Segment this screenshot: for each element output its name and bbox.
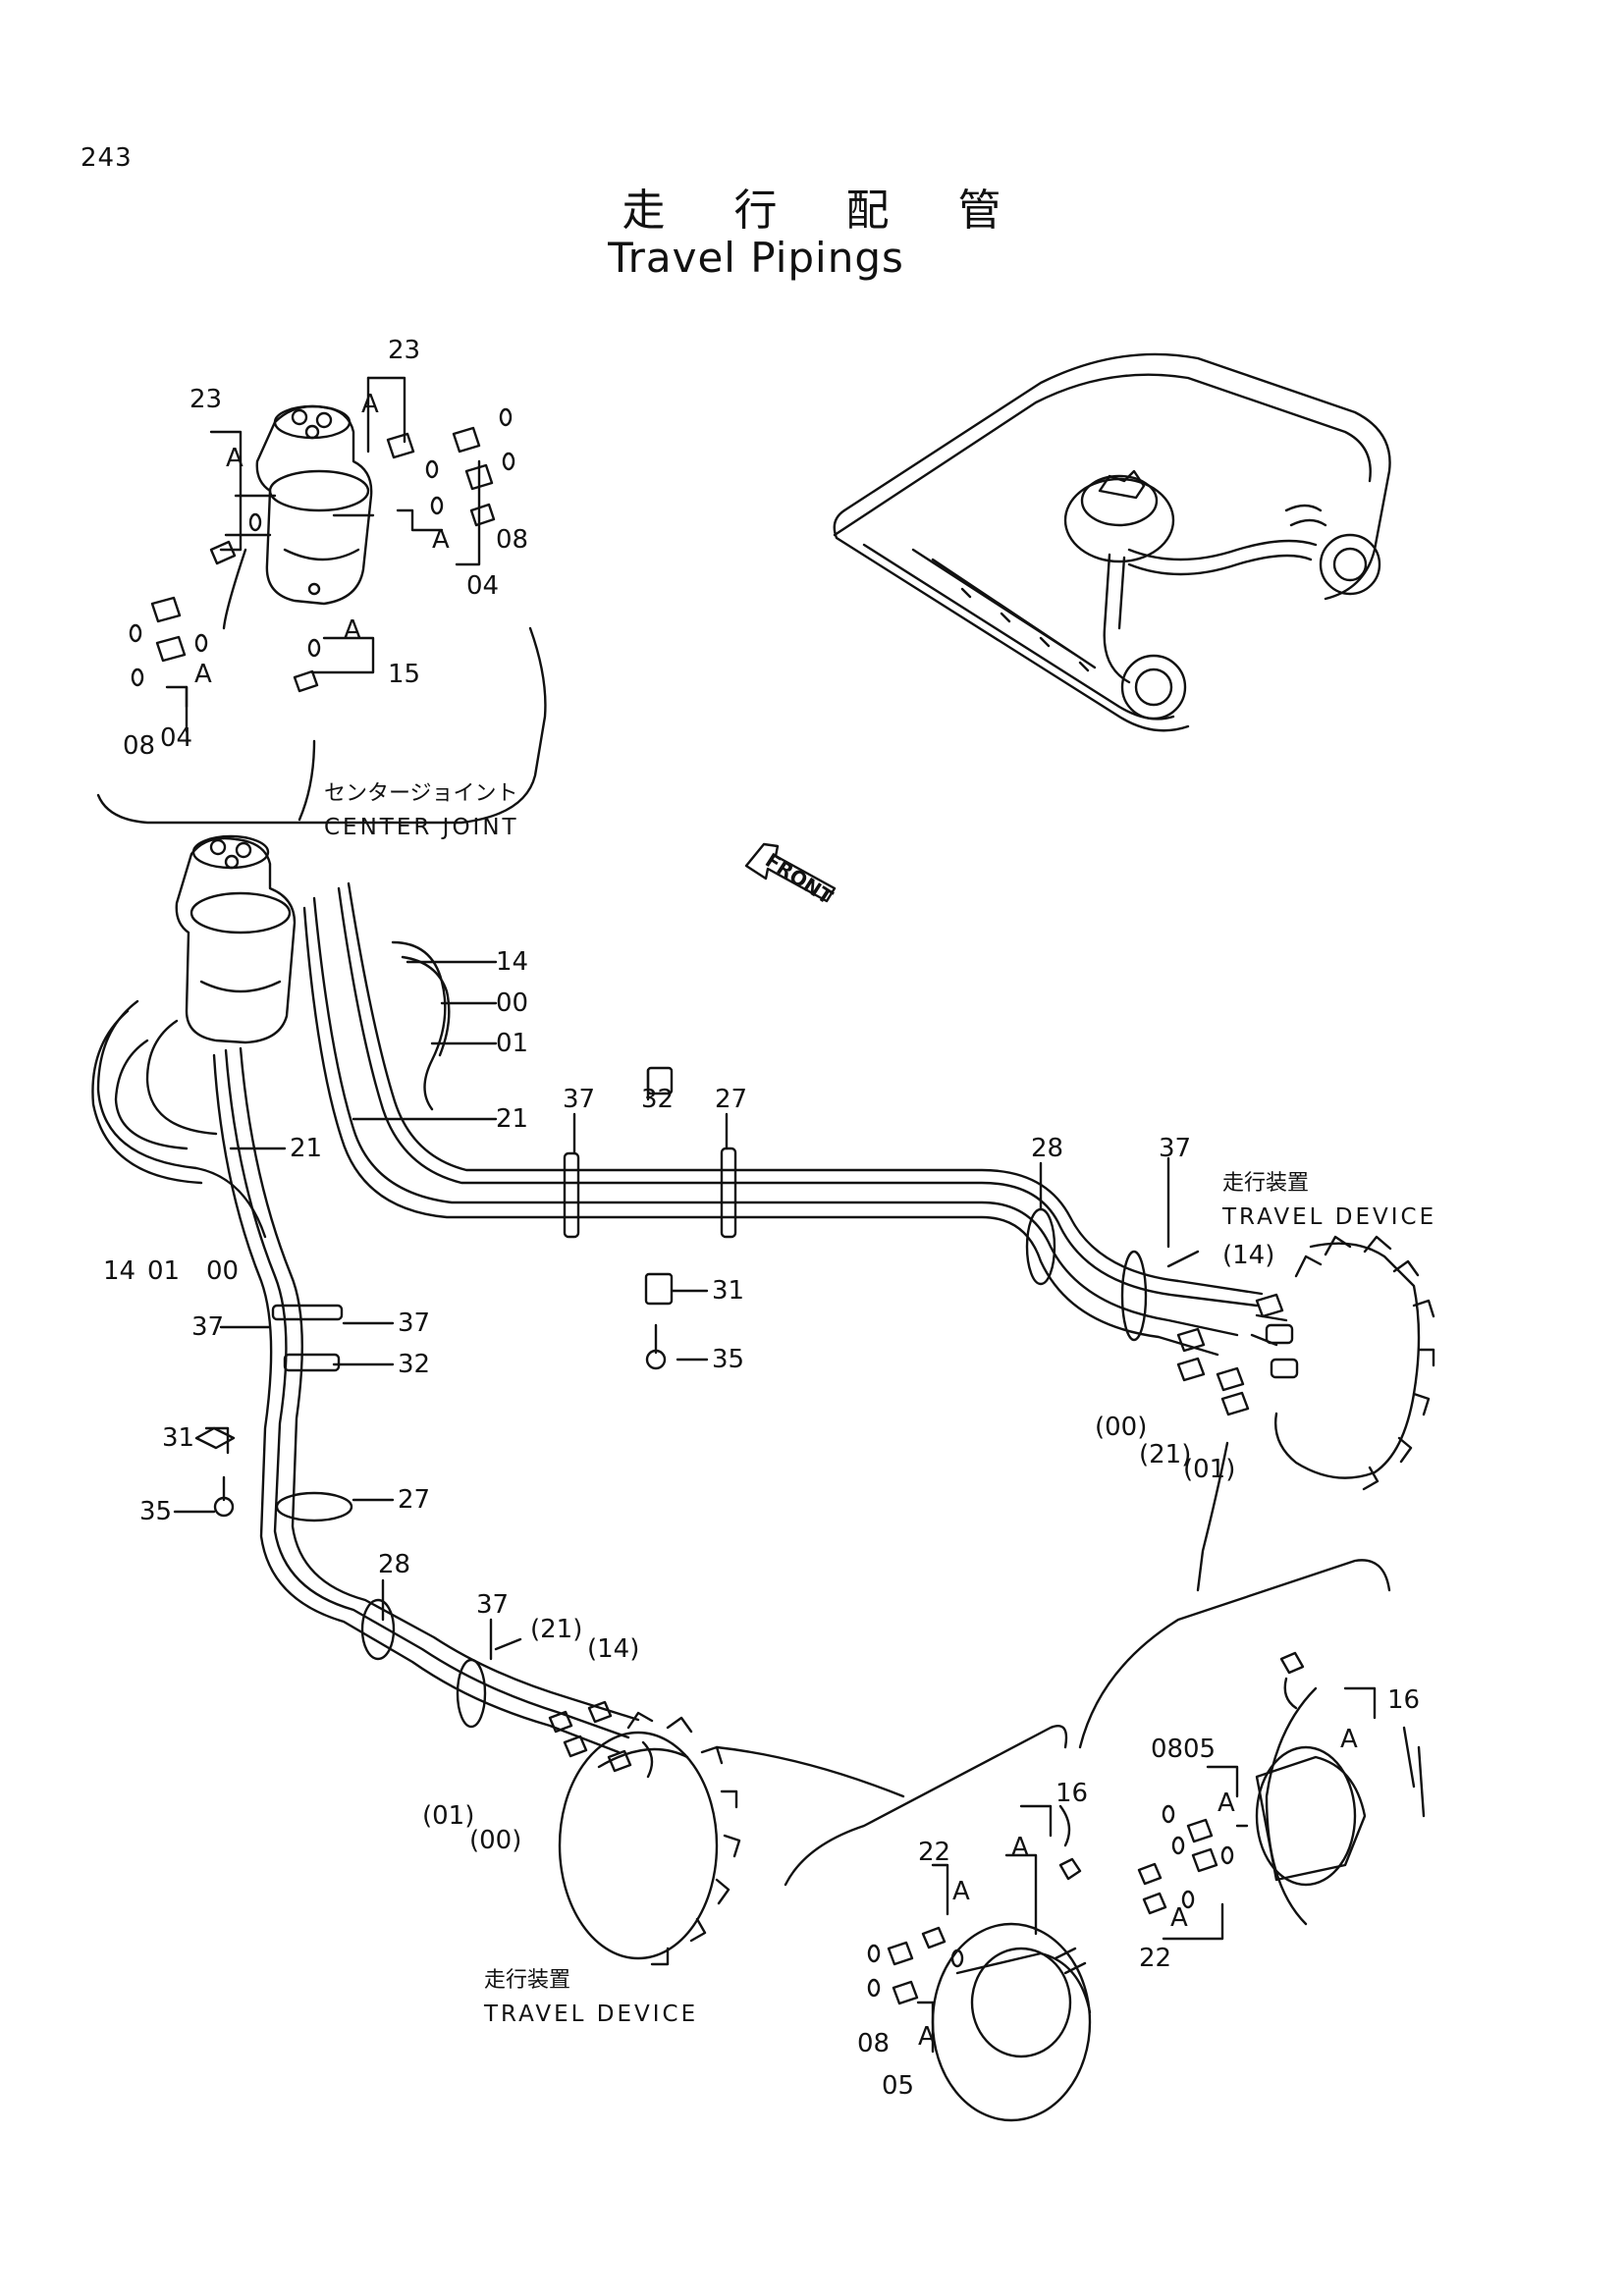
- travel-device-left: [548, 1700, 905, 1966]
- callout: 37: [398, 1308, 430, 1338]
- callout: 21: [496, 1104, 528, 1134]
- callout: (21): [1139, 1440, 1191, 1469]
- callout: A: [344, 615, 361, 645]
- page-number: 243: [81, 143, 133, 173]
- callout: 23: [189, 385, 222, 414]
- detail-right-motor: [1078, 1559, 1426, 1941]
- callout: 22: [918, 1838, 950, 1867]
- callout: (14): [1222, 1241, 1274, 1270]
- callout: (01): [1183, 1455, 1235, 1484]
- callout: 22: [1139, 1944, 1171, 1973]
- travel-device-right-caption-jp: 走行装置: [1222, 1171, 1309, 1196]
- callout: A: [952, 1877, 970, 1906]
- callout: (21): [530, 1615, 582, 1644]
- callout: A: [361, 390, 379, 419]
- front-arrow: [744, 842, 837, 903]
- front-arrow-label: FRONT: [761, 848, 837, 909]
- callout: 21: [290, 1134, 322, 1163]
- title-japanese: 走 行 配 管: [622, 186, 1029, 236]
- callout: A: [1011, 1833, 1029, 1862]
- callout: 15: [388, 660, 420, 689]
- callout: (00): [1095, 1413, 1147, 1442]
- callout: 08: [857, 2029, 890, 2058]
- callout: (01): [422, 1801, 474, 1831]
- callout: 23: [388, 336, 420, 365]
- callout: 08: [496, 525, 528, 555]
- callout: 35: [712, 1345, 744, 1374]
- travel-device-right: [1176, 1235, 1435, 1592]
- callout: 16: [1387, 1685, 1420, 1715]
- callout: 32: [641, 1085, 674, 1114]
- callout: 37: [191, 1312, 224, 1342]
- callout: 27: [398, 1485, 430, 1515]
- callout: A: [226, 444, 243, 473]
- travel-device-left-caption-jp: 走行装置: [484, 1968, 570, 1993]
- travel-device-right-caption-en: TRAVEL DEVICE: [1221, 1204, 1436, 1230]
- undercarriage-overview: [833, 352, 1391, 732]
- detail-left-motor: [784, 1725, 1092, 2122]
- callout: 31: [162, 1423, 194, 1453]
- callout: A: [432, 525, 450, 555]
- callout-leaders: [173, 960, 1170, 1661]
- callout: 27: [715, 1085, 747, 1114]
- callout: 32: [398, 1350, 430, 1379]
- callout: 35: [139, 1497, 172, 1526]
- callout: 08: [1151, 1735, 1183, 1764]
- travel-device-left-caption-en: TRAVEL DEVICE: [483, 2002, 698, 2027]
- callout: 05: [882, 2071, 914, 2101]
- callout: 05: [1183, 1735, 1216, 1764]
- callout: 37: [1159, 1134, 1191, 1163]
- callout: 31: [712, 1276, 744, 1306]
- callout: 08: [123, 731, 155, 761]
- callout: A: [194, 660, 212, 689]
- callout: 37: [563, 1085, 595, 1114]
- callout: 37: [476, 1590, 509, 1620]
- callout: A: [1340, 1725, 1358, 1754]
- center-joint-caption-en: CENTER JOINT: [324, 815, 519, 840]
- callout: (00): [469, 1826, 521, 1855]
- callout: 04: [160, 723, 192, 753]
- callout: 28: [1031, 1134, 1063, 1163]
- center-joint-caption-jp: センタージョイント: [324, 781, 518, 806]
- hose-bundle-right: [302, 881, 1264, 1357]
- callout: A: [1217, 1789, 1235, 1818]
- callout: 04: [466, 571, 499, 601]
- callout: A: [1170, 1903, 1188, 1933]
- center-joint-body: [175, 834, 297, 1044]
- callout: 00: [206, 1256, 239, 1286]
- callout: 00: [496, 988, 528, 1018]
- center-joint-exploded-view: [96, 376, 547, 825]
- callout: 01: [496, 1029, 528, 1058]
- callout: 16: [1055, 1779, 1088, 1808]
- callout: 14: [496, 947, 528, 977]
- clamps: [194, 1066, 1200, 1729]
- callout: 28: [378, 1550, 410, 1579]
- callout: (14): [587, 1634, 639, 1664]
- callout: A: [918, 2022, 936, 2052]
- callout: 14: [103, 1256, 135, 1286]
- callout: 01: [147, 1256, 180, 1286]
- title-english: Travel Pipings: [608, 234, 904, 282]
